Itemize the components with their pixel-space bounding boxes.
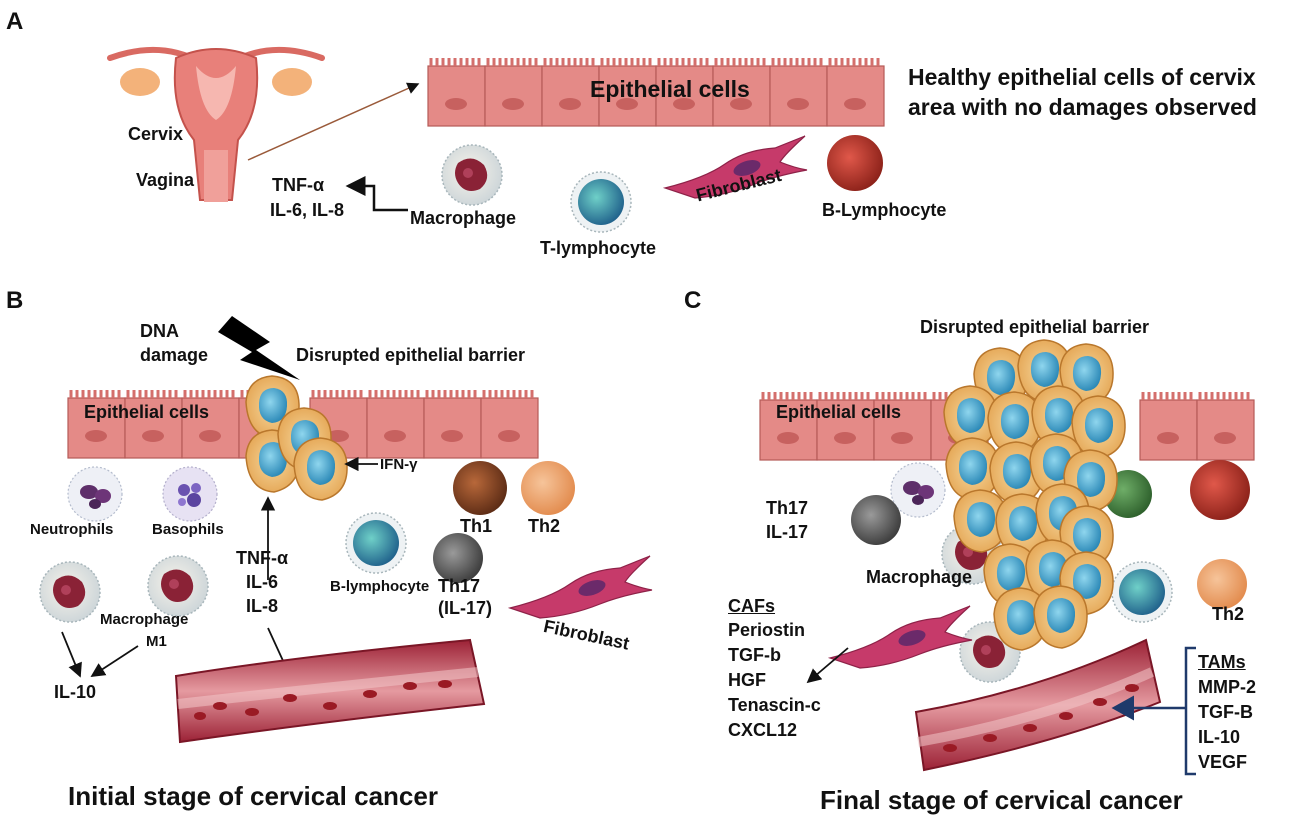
macrophage-m1-label-line1: Macrophage xyxy=(100,611,189,628)
b-lymphocyte-cell-b xyxy=(345,512,407,574)
caf-item: HGF xyxy=(728,670,766,690)
cytokine-arrow-a xyxy=(345,176,408,212)
zoom-arrow xyxy=(247,82,420,161)
caf-arrow xyxy=(806,647,849,684)
th2-cell-c xyxy=(1197,559,1247,609)
neutrophil-cell xyxy=(67,466,123,522)
tam-item: MMP-2 xyxy=(1198,677,1256,697)
tams-bracket xyxy=(1111,646,1196,776)
tam-item: TGF-B xyxy=(1198,702,1253,722)
macrophage-cell-a xyxy=(441,144,503,206)
panel-label-b: B xyxy=(6,287,24,314)
th2-label-b: Th2 xyxy=(528,516,561,536)
t-lymphocyte-cell xyxy=(570,171,632,233)
ifn-gamma-label: IFN-γ xyxy=(380,456,418,473)
b-lymphocyte-label-a: B-Lymphocyte xyxy=(822,200,947,220)
blood-vessel-c xyxy=(914,638,1162,772)
vagina-label: Vagina xyxy=(136,170,195,190)
il10-label-b: IL-10 xyxy=(54,682,97,702)
basophil-cell xyxy=(162,466,218,522)
caf-item: Periostin xyxy=(728,620,806,640)
caf-item: CXCL12 xyxy=(728,720,798,740)
macrophage-label-c: Macrophage xyxy=(866,567,973,587)
neutrophil-cell-c xyxy=(890,462,946,518)
macrophage-il10-arrow-2 xyxy=(90,645,139,677)
th1-cell xyxy=(453,461,507,515)
th17-label-b: Th17 xyxy=(438,576,481,596)
macrophage-label-a: Macrophage xyxy=(410,208,517,228)
macrophage-cell-b1 xyxy=(39,561,101,623)
cytokine-il8-label: IL-8 xyxy=(246,596,279,616)
th17-cell-b xyxy=(433,533,483,583)
neutrophils-label: Neutrophils xyxy=(30,521,114,538)
th17-label-c: Th17 xyxy=(766,498,809,518)
epithelial-cells-label-a: Epithelial cells xyxy=(590,76,750,102)
dna-damage-label-line1: DNA xyxy=(140,321,179,341)
tam-item: IL-10 xyxy=(1198,727,1241,747)
cervix-label: Cervix xyxy=(128,124,184,144)
tumor-mass-c xyxy=(943,339,1126,651)
disrupted-barrier-label-b: Disrupted epithelial barrier xyxy=(296,345,526,365)
epithelial-cells-label-c: Epithelial cells xyxy=(776,402,902,422)
dna-damage-label-line2: damage xyxy=(140,345,209,365)
lightning-bolt-icon xyxy=(218,316,300,380)
caption-initial-stage: Initial stage of cervical cancer xyxy=(68,781,438,811)
caf-item: Tenascin-c xyxy=(728,695,821,715)
cytokine-il6-label: IL-6 xyxy=(246,572,279,592)
il-label-a: IL-6, IL-8 xyxy=(270,200,345,220)
basophils-label: Basophils xyxy=(152,521,224,538)
cytokine-tnf-label: TNF-α xyxy=(236,548,289,568)
panel-label-a: A xyxy=(6,8,24,35)
b-lymphocyte-label-b: B-lymphocyte xyxy=(330,578,430,595)
il17-label-c: IL-17 xyxy=(766,522,809,542)
cafs-title: CAFs xyxy=(728,596,776,616)
panel-label-c: C xyxy=(684,287,702,314)
tam-item: VEGF xyxy=(1198,752,1248,772)
b-lymphocyte-cell-a xyxy=(827,135,883,191)
fibroblast-cell-c xyxy=(829,605,973,669)
tams-title: TAMs xyxy=(1198,652,1246,672)
tnf-label-a: TNF-α xyxy=(272,175,325,195)
healthy-description-line1: Healthy epithelial cells of cervix xyxy=(908,64,1256,90)
blood-vessel-b xyxy=(174,638,486,744)
th1-label: Th1 xyxy=(460,516,493,536)
epithelial-cells-label-b: Epithelial cells xyxy=(84,402,210,422)
macrophage-cell-b2 xyxy=(147,555,209,617)
macrophage-il10-arrow-1 xyxy=(61,631,82,678)
th17-il17-label-b: (IL-17) xyxy=(438,598,492,618)
caf-item: TGF-b xyxy=(728,645,781,665)
disrupted-barrier-label-c: Disrupted epithelial barrier xyxy=(920,317,1150,337)
macrophage-m1-label-line2: M1 xyxy=(146,633,167,650)
th17-cell-c xyxy=(851,495,901,545)
fibroblast-cell-b xyxy=(509,555,653,619)
t-lymphocyte-cell-c xyxy=(1111,561,1173,623)
b-lymphocyte-cell-c xyxy=(1190,460,1250,520)
th2-cell-b xyxy=(521,461,575,515)
th2-label-c: Th2 xyxy=(1212,604,1245,624)
uterus-illustration xyxy=(107,47,325,202)
healthy-description-line2: area with no damages observed xyxy=(908,94,1257,120)
caption-final-stage: Final stage of cervical cancer xyxy=(820,785,1183,815)
t-lymphocyte-label: T-lymphocyte xyxy=(540,238,657,258)
